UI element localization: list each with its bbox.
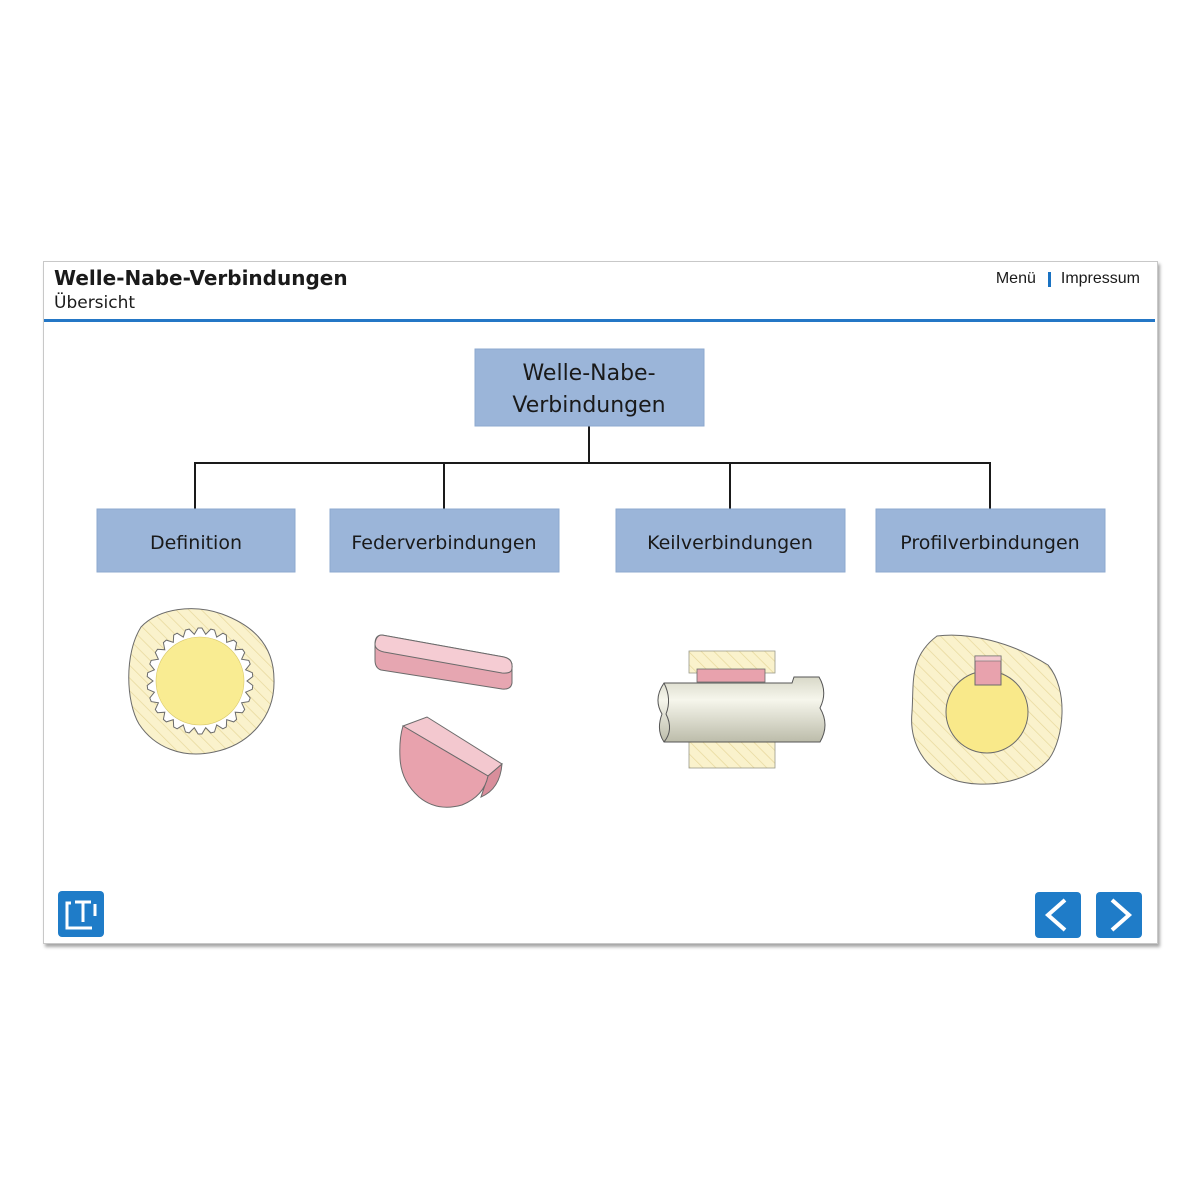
node-keilverbindungen[interactable]: Keilverbindungen: [615, 508, 846, 573]
node-profilverbindungen-label: Profilverbindungen: [900, 532, 1079, 554]
node-federverbindungen[interactable]: Federverbindungen: [329, 508, 560, 573]
chevron-right-icon: [1110, 898, 1133, 932]
root-node-line1: Welle-Nabe-: [522, 361, 655, 386]
previous-page-button[interactable]: [1035, 892, 1081, 938]
logo-icon: [65, 900, 97, 930]
page-title: Welle-Nabe-Verbindungen: [54, 266, 348, 290]
spline-gear: [146, 627, 254, 735]
node-definition-label: Definition: [150, 532, 242, 554]
connector-lines: [194, 426, 991, 509]
impressum-link[interactable]: Impressum: [1060, 270, 1140, 287]
next-page-button[interactable]: [1096, 892, 1142, 938]
header-divider: [44, 319, 1155, 322]
node-definition[interactable]: Definition: [96, 508, 296, 573]
taper-key-illustration[interactable]: [657, 650, 826, 769]
overview-diagram: Welle-Nabe- Verbindungen Definition Fede…: [96, 348, 1106, 808]
node-profilverbindungen[interactable]: Profilverbindungen: [875, 508, 1106, 573]
menu-link[interactable]: Menü: [995, 270, 1036, 287]
splined-shaft-illustration[interactable]: [128, 608, 275, 755]
app-window: Welle-Nabe-Verbindungen Übersicht Menü I…: [43, 261, 1158, 944]
top-navigation: Menü Impressum: [996, 270, 1140, 288]
chevron-left-icon: [1044, 898, 1067, 932]
page-subtitle: Übersicht: [54, 293, 136, 313]
node-federverbindungen-label: Federverbindungen: [351, 532, 536, 554]
root-node[interactable]: Welle-Nabe- Verbindungen: [474, 348, 705, 427]
home-logo-button[interactable]: [58, 891, 104, 937]
node-keilverbindungen-label: Keilverbindungen: [647, 532, 813, 554]
spline-shaft: [155, 636, 245, 726]
key-illustration[interactable]: [374, 634, 513, 808]
hub-cross-section-illustration[interactable]: [911, 634, 1063, 785]
root-node-line2: Verbindungen: [512, 393, 665, 418]
nav-separator: [1047, 271, 1051, 287]
